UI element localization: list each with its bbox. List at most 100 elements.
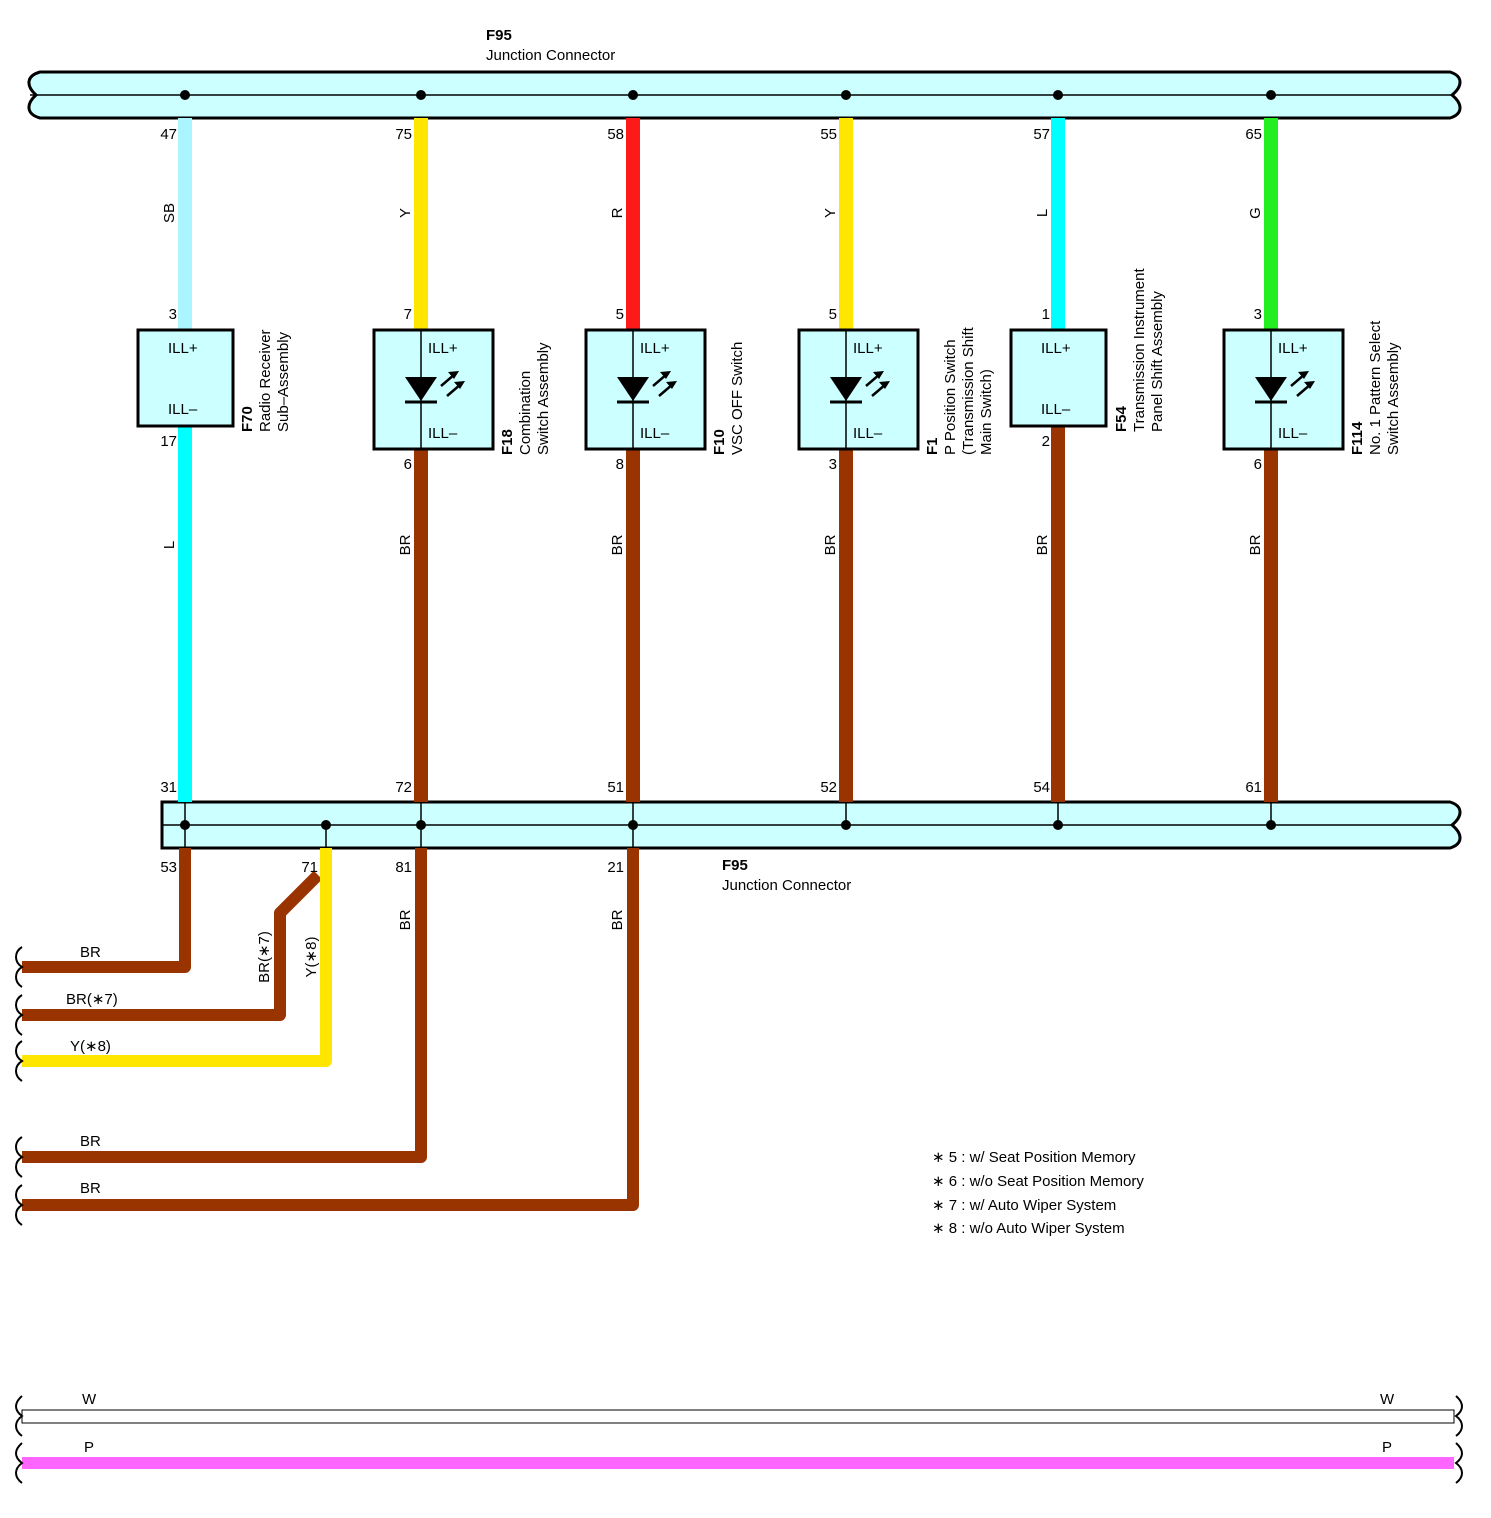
f114-ill-plus: ILL+ — [1278, 340, 1308, 357]
f1-ill-plus: ILL+ — [853, 340, 883, 357]
component-f10: ILL+ ILL– 58 5 8 51 R BR F10 VSC OFF Swi… — [584, 118, 746, 802]
splice-dot-bottom-21 — [628, 820, 638, 830]
f70-code: F70 — [239, 406, 256, 432]
f18-top-pin: 75 — [395, 126, 412, 143]
wire-w-pass-through — [21, 1409, 1455, 1424]
f54-ill-plus: ILL+ — [1041, 340, 1071, 357]
f10-bottom-wire-color: BR — [609, 534, 626, 555]
wire-break-marks-left — [15, 946, 24, 1226]
f70-ill-minus: ILL– — [168, 401, 198, 418]
splice-dot-top-55 — [841, 90, 851, 100]
w-label-right: W — [1380, 1391, 1395, 1408]
f70-bottom-wire-color: L — [161, 541, 178, 549]
splice-dot-bottom-54 — [1053, 820, 1063, 830]
component-f70: ILL+ ILL– 47 3 17 31 SB L F70 Radio Rece… — [136, 118, 292, 802]
f1-name-line-2: (Transmission Shift — [960, 326, 977, 455]
f54-code: F54 — [1113, 405, 1130, 432]
wire-f1-top — [839, 118, 853, 330]
output-pin-21: 21 — [607, 859, 624, 876]
wire-f114-bottom — [1264, 449, 1278, 802]
f114-led-icon — [1255, 371, 1315, 404]
splice-dot-top-58 — [628, 90, 638, 100]
component-f1-box — [797, 328, 920, 451]
notes-legend: ∗ 5 : w/ Seat Position Memory ∗ 6 : w/o … — [932, 1149, 1144, 1237]
f18-in-pin: 7 — [404, 306, 412, 323]
f10-name-line-1: VSC OFF Switch — [729, 342, 746, 455]
f114-name-line-1: No. 1 Pattern Select — [1367, 320, 1384, 455]
component-f10-box — [584, 328, 707, 451]
f54-name-line-2: Panel Shift Assembly — [1149, 291, 1166, 432]
note-7: ∗ 7 : w/ Auto Wiper System — [932, 1197, 1116, 1214]
left-label-71-y8: Y(∗8) — [70, 1038, 111, 1055]
f10-code: F10 — [711, 429, 728, 455]
f18-name-line-1: Combination — [517, 371, 534, 455]
f1-bottom-wire-color: BR — [822, 534, 839, 555]
component-f1: ILL+ ILL– 55 5 3 52 Y BR F1 P Position S… — [797, 118, 995, 802]
component-f18-box — [372, 328, 495, 451]
wire-f54-top — [1051, 118, 1065, 330]
f114-ill-minus: ILL– — [1278, 425, 1308, 442]
output-71-br7-vertical: BR(∗7) — [256, 931, 273, 983]
f70-top-wire-color: SB — [161, 203, 178, 223]
p-label-right: P — [1382, 1439, 1392, 1456]
f70-in-pin: 3 — [169, 306, 177, 323]
f10-top-wire-color: R — [609, 207, 626, 218]
f1-in-pin: 5 — [829, 306, 837, 323]
component-f18: ILL+ ILL– 75 7 6 72 Y BR F18 Combination… — [372, 118, 552, 802]
component-columns: ILL+ ILL– 47 3 17 31 SB L F70 Radio Rece… — [136, 118, 1402, 802]
f114-top-wire-color: G — [1247, 207, 1264, 219]
f18-led-icon — [405, 371, 465, 404]
f54-ill-minus: ILL– — [1041, 401, 1071, 418]
p-label-left: P — [84, 1439, 94, 1456]
f18-out-pin: 6 — [404, 456, 412, 473]
pass-through-wires: W W P P — [15, 1391, 1463, 1484]
wire-f70-bottom — [178, 426, 192, 802]
f114-bottom-pin: 61 — [1245, 779, 1262, 796]
f54-bottom-pin: 54 — [1033, 779, 1050, 796]
wire-f18-top — [414, 118, 428, 330]
f10-in-pin: 5 — [616, 306, 624, 323]
wire-21-br — [22, 848, 639, 1211]
f54-name-line-1: Transmission Instrument — [1131, 268, 1148, 432]
f1-out-pin: 3 — [829, 456, 837, 473]
wire-53-br — [22, 848, 191, 973]
f18-bottom-wire-color: BR — [397, 534, 414, 555]
w-label-left: W — [82, 1391, 97, 1408]
splice-points — [180, 90, 1276, 848]
splice-dot-bottom-53 — [180, 820, 190, 830]
top-junction-connector: F95 Junction Connector — [27, 27, 1462, 120]
splice-dot-top-47 — [180, 90, 190, 100]
wire-f114-top — [1264, 118, 1278, 330]
f1-code: F1 — [924, 437, 941, 455]
bottom-junction-connector: F95 Junction Connector — [160, 800, 1462, 894]
f1-ill-minus: ILL– — [853, 425, 883, 442]
f1-name-line-3: Main Switch) — [978, 369, 995, 455]
wire-71-br-7 — [22, 870, 323, 1021]
wire-f1-bottom — [839, 449, 853, 802]
f10-led-icon — [617, 371, 677, 404]
note-8: ∗ 8 : w/o Auto Wiper System — [932, 1220, 1125, 1237]
output-pin-53: 53 — [160, 859, 177, 876]
f114-top-pin: 65 — [1245, 126, 1262, 143]
output-pin-81: 81 — [395, 859, 412, 876]
component-f54: ILL+ ILL– 57 1 2 54 L BR F54 Transmissio… — [1009, 118, 1166, 802]
f54-in-pin: 1 — [1042, 306, 1050, 323]
f10-bottom-pin: 51 — [607, 779, 624, 796]
f54-top-wire-color: L — [1034, 209, 1051, 217]
left-label-71-br7: BR(∗7) — [66, 991, 118, 1008]
f18-code: F18 — [499, 429, 516, 455]
splice-dot-bottom-71 — [321, 820, 331, 830]
bottom-connector-code: F95 — [722, 857, 748, 874]
bottom-connector-name: Junction Connector — [722, 877, 851, 894]
f1-top-pin: 55 — [820, 126, 837, 143]
note-6: ∗ 6 : w/o Seat Position Memory — [932, 1173, 1144, 1190]
f54-out-pin: 2 — [1042, 433, 1050, 450]
left-label-53: BR — [80, 944, 101, 961]
output-21-wire-color: BR — [609, 909, 626, 930]
component-f70-box — [136, 328, 235, 428]
wire-f10-top — [626, 118, 640, 330]
f18-ill-plus: ILL+ — [428, 340, 458, 357]
f54-bottom-wire-color: BR — [1034, 534, 1051, 555]
f18-top-wire-color: Y — [397, 208, 414, 218]
f10-out-pin: 8 — [616, 456, 624, 473]
